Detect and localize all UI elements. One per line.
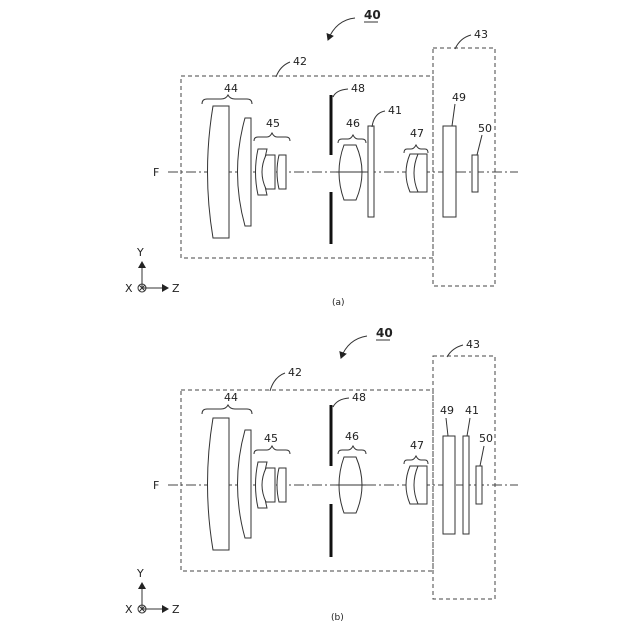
leader-43 bbox=[455, 35, 471, 49]
lens-44a bbox=[208, 106, 230, 238]
ref-40-arrow bbox=[341, 336, 367, 358]
label-48: 48 bbox=[352, 391, 366, 404]
label-y: Y bbox=[136, 567, 144, 580]
ref-40: 40 bbox=[364, 8, 381, 22]
brace-44 bbox=[202, 95, 252, 104]
lens-44b bbox=[238, 118, 252, 226]
leader-50 bbox=[477, 135, 482, 155]
label-z: Z bbox=[172, 603, 180, 616]
caption-a: (a) bbox=[332, 298, 345, 308]
label-44: 44 bbox=[224, 391, 238, 404]
label-48: 48 bbox=[351, 82, 365, 95]
lens-44a bbox=[208, 418, 230, 550]
label-x: X bbox=[125, 282, 133, 295]
leader-49 bbox=[452, 104, 455, 126]
label-49: 49 bbox=[452, 91, 466, 104]
leader-50 bbox=[480, 446, 484, 466]
lens-47b bbox=[414, 466, 427, 504]
label-45: 45 bbox=[264, 432, 278, 445]
ref-40-arrow bbox=[328, 18, 355, 40]
label-47: 47 bbox=[410, 127, 424, 140]
label-42: 42 bbox=[293, 55, 307, 68]
brace-47 bbox=[404, 456, 428, 464]
lens-45c bbox=[277, 468, 286, 502]
brace-45 bbox=[254, 446, 290, 454]
box-43 bbox=[433, 48, 495, 286]
label-41: 41 bbox=[465, 404, 479, 417]
caption-b: (b) bbox=[331, 613, 344, 623]
brace-44 bbox=[202, 405, 252, 414]
label-43: 43 bbox=[466, 338, 480, 351]
brace-46 bbox=[338, 135, 366, 143]
label-43: 43 bbox=[474, 28, 488, 41]
ref-40: 40 bbox=[376, 326, 393, 340]
leader-49 bbox=[446, 418, 448, 436]
label-47: 47 bbox=[410, 439, 424, 452]
leader-41 bbox=[467, 418, 470, 436]
lens-45b bbox=[262, 468, 275, 502]
panel-a: 40 42 43 F 44 45 48 46 bbox=[125, 8, 518, 308]
brace-46 bbox=[338, 446, 366, 454]
label-49: 49 bbox=[440, 404, 454, 417]
element-41 bbox=[463, 436, 469, 534]
label-x: X bbox=[125, 603, 133, 616]
leader-42 bbox=[270, 373, 285, 391]
leader-48 bbox=[333, 89, 348, 97]
axis-label-f: F bbox=[153, 479, 159, 492]
label-45: 45 bbox=[266, 117, 280, 130]
lens-45c bbox=[277, 155, 286, 189]
axis-label-f: F bbox=[153, 166, 159, 179]
label-50: 50 bbox=[478, 122, 492, 135]
leader-43 bbox=[447, 345, 463, 357]
label-42: 42 bbox=[288, 366, 302, 379]
leader-41 bbox=[372, 111, 385, 127]
panel-b: 40 42 43 F 44 45 48 46 47 49 bbox=[125, 326, 518, 623]
lens-45b bbox=[262, 155, 275, 189]
element-49 bbox=[443, 126, 456, 217]
element-41 bbox=[368, 126, 374, 217]
label-41: 41 bbox=[388, 104, 402, 117]
lens-47b bbox=[414, 154, 427, 192]
element-50 bbox=[476, 466, 482, 504]
label-z: Z bbox=[172, 282, 180, 295]
leader-42 bbox=[276, 62, 290, 77]
brace-45 bbox=[254, 133, 290, 141]
label-46: 46 bbox=[346, 117, 360, 130]
element-49 bbox=[443, 436, 455, 534]
label-44: 44 bbox=[224, 82, 238, 95]
label-46: 46 bbox=[345, 430, 359, 443]
leader-48 bbox=[333, 398, 349, 407]
element-50 bbox=[472, 155, 478, 192]
lens-44b bbox=[238, 430, 252, 538]
brace-47 bbox=[404, 145, 428, 153]
label-y: Y bbox=[136, 246, 144, 259]
label-50: 50 bbox=[479, 432, 493, 445]
